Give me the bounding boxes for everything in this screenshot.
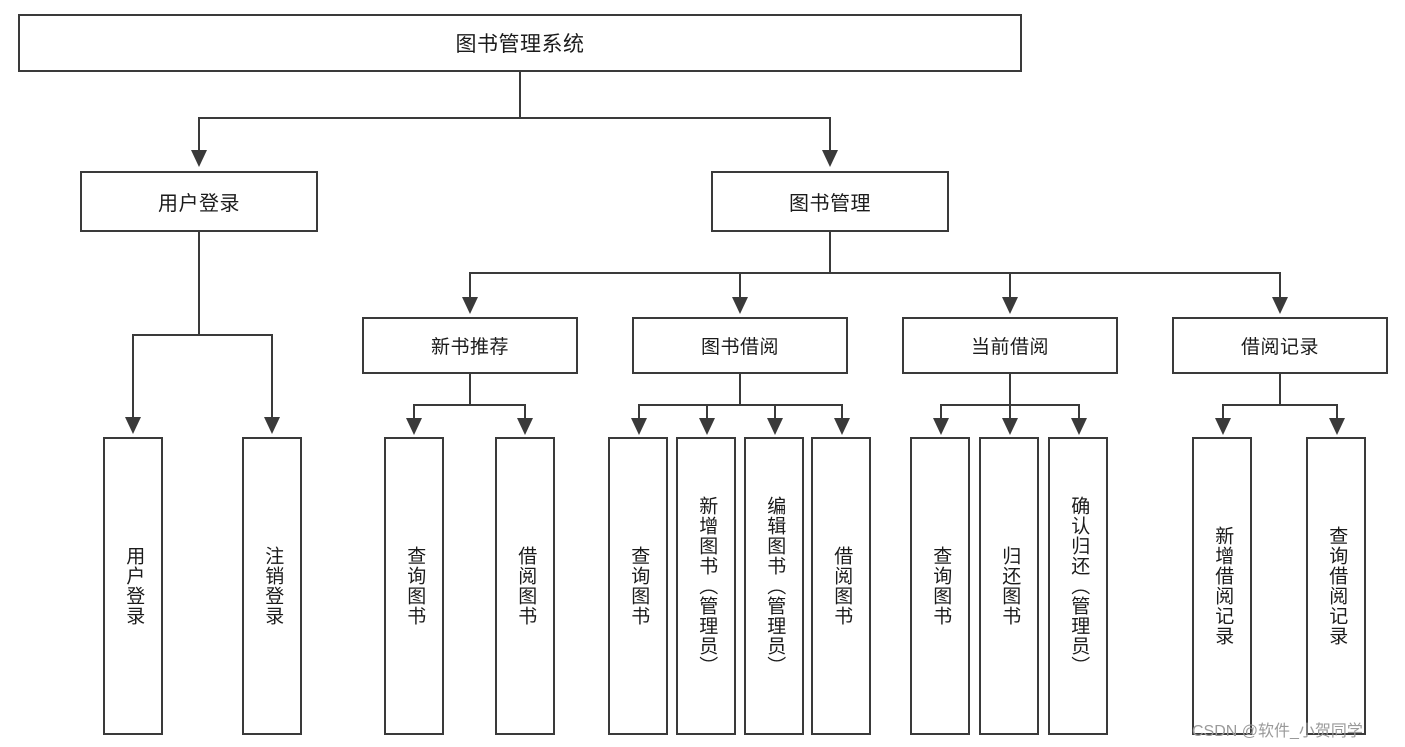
connector-book-borrow-child-1 bbox=[638, 404, 640, 420]
leaf-user-login-logout[interactable]: 注销登录 bbox=[242, 437, 302, 735]
node-label: 借阅图书 bbox=[515, 546, 537, 626]
node-label: 查询借阅记录 bbox=[1326, 526, 1348, 646]
leaf-current-borrow-query[interactable]: 查询图书 bbox=[910, 437, 970, 735]
leaf-book-borrow-add[interactable]: 新增图书（管理员） bbox=[676, 437, 736, 735]
connector-current-borrow-child-3 bbox=[1078, 404, 1080, 420]
connector-user-login-child-1 bbox=[132, 334, 134, 419]
connector-current-borrow-child-1 bbox=[940, 404, 942, 420]
arrow-new-book-child-1 bbox=[406, 418, 422, 435]
connector-book-borrow-child-4 bbox=[841, 404, 843, 420]
node-current-borrow[interactable]: 当前借阅 bbox=[902, 317, 1118, 374]
leaf-new-book-query[interactable]: 查询图书 bbox=[384, 437, 444, 735]
leaf-borrow-records-query[interactable]: 查询借阅记录 bbox=[1306, 437, 1366, 735]
leaf-book-borrow-query[interactable]: 查询图书 bbox=[608, 437, 668, 735]
arrow-current-borrow-child-3 bbox=[1071, 418, 1087, 435]
connector-root-to-user-login bbox=[198, 117, 200, 152]
connector-book-mgmt-child-2 bbox=[739, 272, 741, 299]
node-label: 用户登录 bbox=[158, 193, 240, 215]
connector-new-book-bar bbox=[413, 404, 525, 406]
arrow-book-borrow-child-1 bbox=[631, 418, 647, 435]
arrow-book-borrow-child-3 bbox=[767, 418, 783, 435]
node-label: 借阅记录 bbox=[1240, 337, 1319, 358]
leaf-current-borrow-return[interactable]: 归还图书 bbox=[979, 437, 1039, 735]
connector-user-login-bar bbox=[132, 334, 272, 336]
connector-root-stem bbox=[519, 72, 521, 118]
node-label: 图书管理 bbox=[789, 193, 871, 215]
connector-borrow-records-stem bbox=[1279, 374, 1281, 406]
node-label: 用户登录 bbox=[123, 546, 145, 626]
connector-new-book-child-1 bbox=[413, 404, 415, 420]
leaf-new-book-borrow[interactable]: 借阅图书 bbox=[495, 437, 555, 735]
node-borrow-records[interactable]: 借阅记录 bbox=[1172, 317, 1388, 374]
connector-book-mgmt-child-3 bbox=[1009, 272, 1011, 299]
connector-user-login-stem bbox=[198, 232, 200, 336]
connector-book-borrow-child-3 bbox=[774, 404, 776, 420]
arrow-user-login-child-1 bbox=[125, 417, 141, 434]
node-label: 注销登录 bbox=[262, 546, 284, 626]
connector-current-borrow-stem bbox=[1009, 374, 1011, 406]
watermark-text: CSDN @软件_小贺同学 bbox=[1192, 723, 1363, 740]
arrow-book-borrow-child-4 bbox=[834, 418, 850, 435]
arrow-book-mgmt-child-3 bbox=[1002, 297, 1018, 314]
connector-new-book-child-2 bbox=[524, 404, 526, 420]
connector-borrow-records-child-1 bbox=[1222, 404, 1224, 420]
connector-root-bar bbox=[198, 117, 831, 119]
connector-borrow-records-child-2 bbox=[1336, 404, 1338, 420]
arrow-current-borrow-child-1 bbox=[933, 418, 949, 435]
connector-current-borrow-child-2 bbox=[1009, 404, 1011, 420]
leaf-book-borrow-borrow[interactable]: 借阅图书 bbox=[811, 437, 871, 735]
connector-book-borrow-child-2 bbox=[706, 404, 708, 420]
connector-book-mgmt-child-4 bbox=[1279, 272, 1281, 299]
node-label: 新增借阅记录 bbox=[1212, 526, 1234, 646]
node-label: 当前借阅 bbox=[970, 337, 1049, 358]
connector-root-to-book-mgmt bbox=[829, 117, 831, 152]
node-book-borrow[interactable]: 图书借阅 bbox=[632, 317, 848, 374]
node-label: 确认归还（管理员） bbox=[1068, 496, 1090, 676]
node-root-system[interactable]: 图书管理系统 bbox=[18, 14, 1022, 72]
leaf-current-borrow-confirm-return[interactable]: 确认归还（管理员） bbox=[1048, 437, 1108, 735]
arrow-borrow-records-child-2 bbox=[1329, 418, 1345, 435]
connector-new-book-stem bbox=[469, 374, 471, 406]
connector-book-mgmt-child-1 bbox=[469, 272, 471, 299]
arrow-book-mgmt-child-2 bbox=[732, 297, 748, 314]
node-user-login[interactable]: 用户登录 bbox=[80, 171, 318, 232]
connector-user-login-child-2 bbox=[271, 334, 273, 419]
node-new-book-recommend[interactable]: 新书推荐 bbox=[362, 317, 578, 374]
node-label: 借阅图书 bbox=[831, 546, 853, 626]
node-label: 查询图书 bbox=[628, 546, 650, 626]
leaf-user-login-login[interactable]: 用户登录 bbox=[103, 437, 163, 735]
arrow-book-mgmt-child-4 bbox=[1272, 297, 1288, 314]
arrow-root-to-user-login bbox=[191, 150, 207, 167]
node-label: 查询图书 bbox=[930, 546, 952, 626]
connector-book-mgmt-stem bbox=[829, 232, 831, 274]
connector-book-borrow-stem bbox=[739, 374, 741, 406]
arrow-user-login-child-2 bbox=[264, 417, 280, 434]
arrow-current-borrow-child-2 bbox=[1002, 418, 1018, 435]
node-label: 查询图书 bbox=[404, 546, 426, 626]
arrow-root-to-book-mgmt bbox=[822, 150, 838, 167]
node-label: 归还图书 bbox=[999, 546, 1021, 626]
connector-book-borrow-bar bbox=[638, 404, 842, 406]
arrow-borrow-records-child-1 bbox=[1215, 418, 1231, 435]
node-label: 新书推荐 bbox=[430, 337, 509, 358]
arrow-new-book-child-2 bbox=[517, 418, 533, 435]
node-label: 图书借阅 bbox=[700, 337, 779, 358]
node-label: 图书管理系统 bbox=[455, 33, 585, 56]
node-label: 新增图书（管理员） bbox=[696, 496, 718, 676]
node-book-management[interactable]: 图书管理 bbox=[711, 171, 949, 232]
node-label: 编辑图书（管理员） bbox=[764, 496, 786, 676]
arrow-book-borrow-child-2 bbox=[699, 418, 715, 435]
connector-borrow-records-bar bbox=[1222, 404, 1337, 406]
arrow-book-mgmt-child-1 bbox=[462, 297, 478, 314]
connector-book-mgmt-bar bbox=[469, 272, 1281, 274]
leaf-book-borrow-edit[interactable]: 编辑图书（管理员） bbox=[744, 437, 804, 735]
leaf-borrow-records-add[interactable]: 新增借阅记录 bbox=[1192, 437, 1252, 735]
